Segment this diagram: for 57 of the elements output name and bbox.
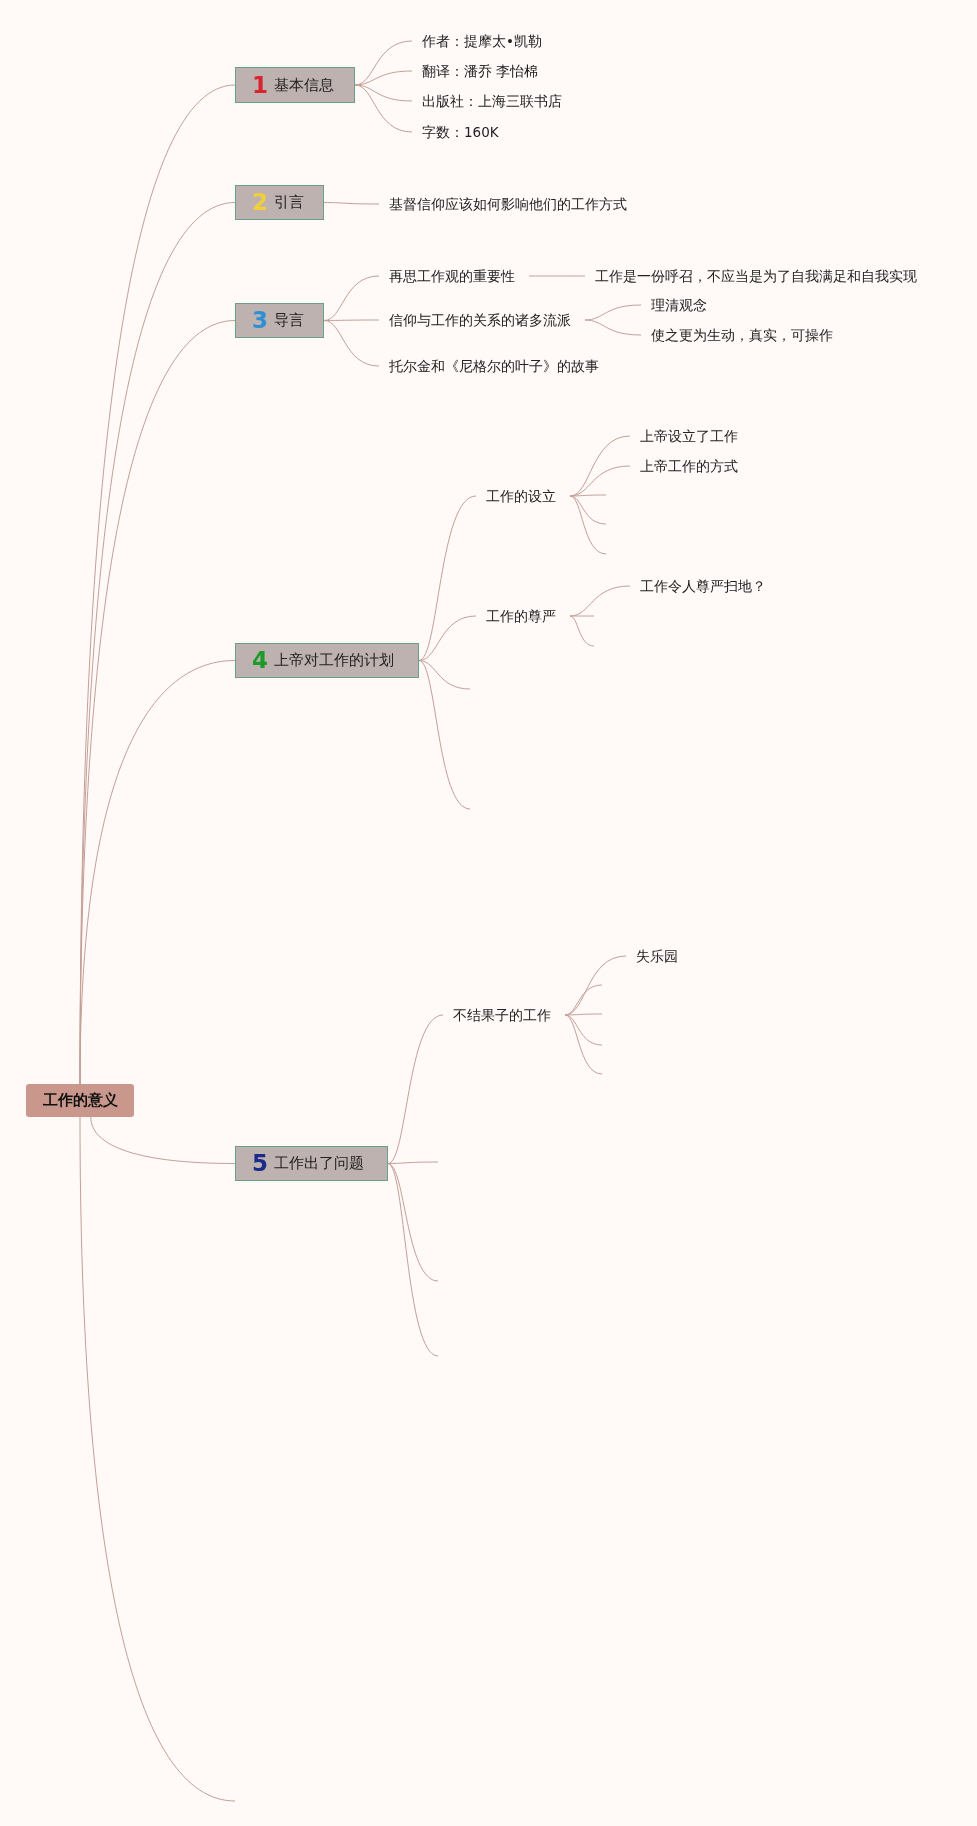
- branch-line: [564, 1013, 603, 1016]
- branch-line: [418, 495, 477, 661]
- branch-line: [354, 84, 413, 133]
- branch-line: [354, 84, 413, 102]
- topic-box: [235, 67, 355, 103]
- subtopic-label: 工作令人尊严扫地？: [630, 576, 780, 596]
- branch-line: [569, 615, 595, 617]
- subtopic-label: 上帝设立了工作: [630, 426, 752, 446]
- topic-box: [235, 643, 419, 678]
- subtopic-label: 托尔金和《尼格尔的叶子》的故事: [379, 356, 613, 376]
- topic-label: 基本信息: [274, 75, 334, 95]
- branch-line: [528, 275, 586, 277]
- branch-line: [387, 1163, 439, 1357]
- branch-line: [323, 202, 380, 205]
- central-topic-box: 工作的意义: [26, 1084, 134, 1117]
- subtopic-label: 作者：提摩太•凯勒: [412, 31, 556, 51]
- branch-line: [90, 1116, 236, 1164]
- priority-number: 4: [252, 649, 268, 672]
- priority-number: 3: [252, 309, 268, 332]
- topic-label: 引言: [274, 193, 304, 212]
- topic-box: [235, 303, 324, 338]
- branch-line: [564, 1014, 603, 1075]
- subtopic-label: 工作是一份呼召，不应当是为了自我满足和自我实现: [585, 266, 931, 286]
- subtopic-label: 基督信仰应该如何影响他们的工作方式: [379, 194, 641, 214]
- topic-label: 工作出了问题: [274, 1154, 364, 1173]
- branch-line: [387, 1161, 439, 1164]
- branch-line: [418, 660, 471, 810]
- subtopic-label: 失乐园: [626, 946, 692, 966]
- topic-label: 上帝对工作的计划: [274, 651, 394, 670]
- branch-line: [584, 319, 642, 336]
- priority-number: 5: [252, 1152, 268, 1175]
- subtopic-label: 翻译：潘乔 李怡棉: [412, 61, 553, 81]
- subtopic-label: 信仰与工作的关系的诸多流派: [379, 310, 585, 330]
- subtopic-label: 工作的设立: [476, 486, 570, 506]
- branch-line: [79, 1116, 236, 1802]
- branch-line: [569, 494, 607, 497]
- subtopic-label: 不结果子的工作: [443, 1005, 565, 1025]
- subtopic-label: 理清观念: [641, 295, 721, 315]
- branch-line: [569, 615, 595, 647]
- branch-line: [323, 320, 380, 367]
- branch-line: [79, 660, 236, 1085]
- subtopic-label: 出版社：上海三联书店: [412, 91, 576, 111]
- topic-box: [235, 185, 324, 220]
- subtopic-label: 字数：160K: [412, 122, 513, 142]
- subtopic-label: 再思工作观的重要性: [379, 266, 529, 286]
- priority-number: 1: [252, 73, 268, 97]
- branch-line: [387, 1014, 444, 1164]
- topic-box: [235, 1146, 388, 1181]
- subtopic-label: 上帝工作的方式: [630, 456, 752, 476]
- priority-number: 2: [252, 191, 268, 214]
- branch-line: [418, 660, 471, 690]
- branch-line: [354, 70, 413, 86]
- branch-line: [569, 495, 607, 555]
- branch-line: [584, 304, 642, 321]
- subtopic-label: 使之更为生动，真实，可操作: [641, 325, 847, 345]
- subtopic-label: 工作的尊严: [476, 606, 570, 626]
- topic-label: 导言: [274, 311, 304, 330]
